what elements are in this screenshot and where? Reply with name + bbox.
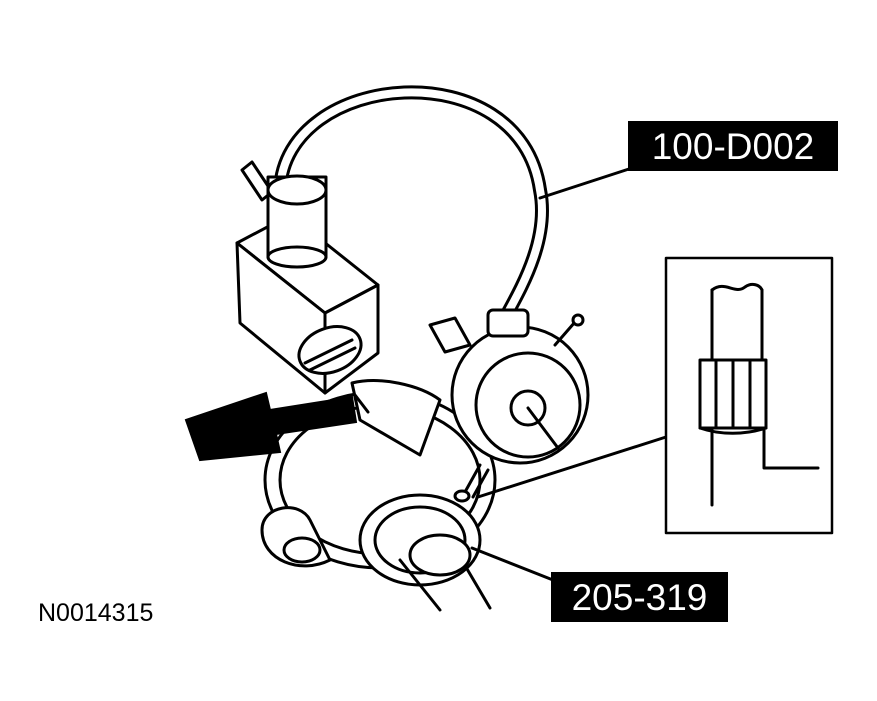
callout-tool-205-319: 205-319 [551, 572, 728, 622]
pinion-flange [260, 379, 497, 612]
gauge-cable [266, 85, 549, 325]
leader-line-holder [470, 546, 555, 582]
callout-tool-100-d002: 100-D002 [628, 121, 838, 171]
dial-indicator [428, 308, 590, 503]
leader-line-gauge [538, 166, 634, 200]
direction-arrow-icon [184, 391, 358, 462]
leader-line-detail [476, 435, 668, 499]
detail-inset [664, 256, 834, 535]
figure-id: N0014315 [38, 599, 154, 627]
